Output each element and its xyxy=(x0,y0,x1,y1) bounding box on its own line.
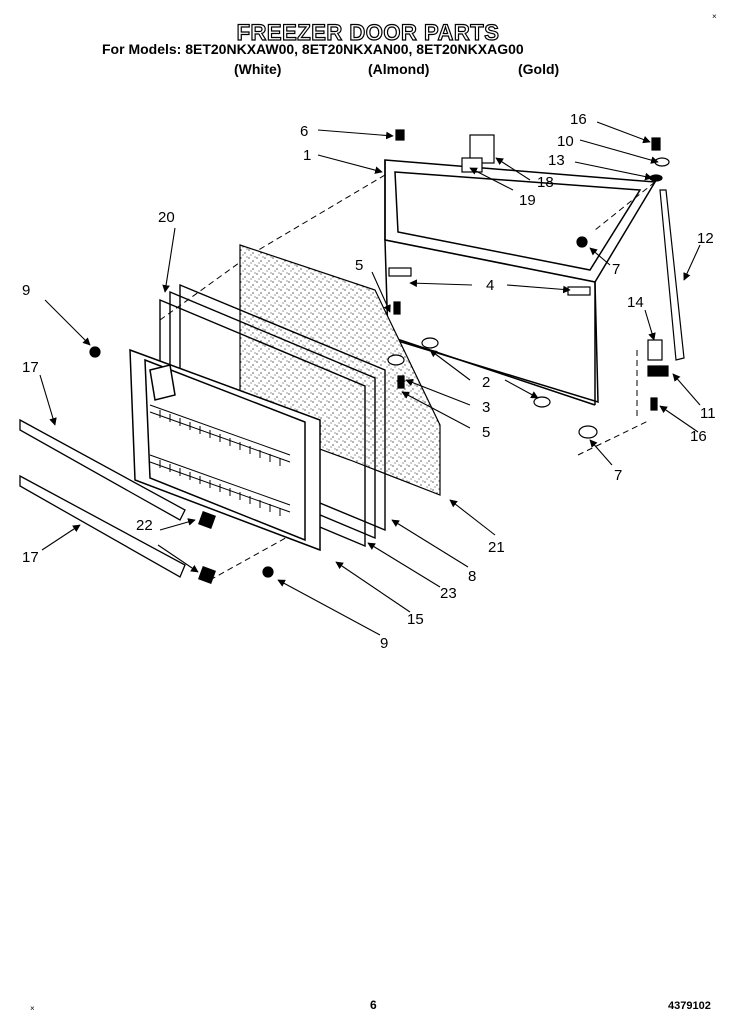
callout-7b: 7 xyxy=(614,467,622,484)
callout-10: 10 xyxy=(557,133,574,150)
door-frame xyxy=(384,159,657,406)
callout-5b: 5 xyxy=(482,424,490,441)
callout-6: 6 xyxy=(300,123,308,140)
callout-20: 20 xyxy=(158,209,175,226)
document-number: 4379102 xyxy=(668,1000,711,1012)
inner-door-liner xyxy=(129,348,321,552)
callout-23: 23 xyxy=(440,585,457,602)
callout-4: 3 xyxy=(482,399,490,416)
callout-18: 18 xyxy=(537,174,554,191)
callout-19: 19 xyxy=(519,192,536,209)
callout-17b: 17 xyxy=(22,549,39,566)
callout-2: 2 xyxy=(482,374,490,391)
corner-mark: × xyxy=(712,12,717,21)
color-white: (White) xyxy=(234,61,282,77)
callout-9: 9 xyxy=(22,282,30,299)
callout-16b: 16 xyxy=(690,428,707,445)
callout-11: 11 xyxy=(700,405,716,422)
color-gold: (Gold) xyxy=(518,61,560,77)
page-number: 6 xyxy=(370,998,377,1012)
callout-5: 5 xyxy=(355,257,363,274)
callout-1: 1 xyxy=(303,147,311,164)
callout-13: 13 xyxy=(548,152,565,169)
callout-14: 14 xyxy=(627,294,644,311)
retainer-end-caps xyxy=(198,511,216,584)
page-title: FREEZER DOOR PARTS xyxy=(236,19,500,45)
color-almond: (Almond) xyxy=(368,61,430,77)
callout-labels: 6 1 20 9 17 17 22 5 4 2 3 5 7 7 18 19 16… xyxy=(22,111,716,652)
callout-15: 15 xyxy=(407,611,424,628)
callout-16: 16 xyxy=(570,111,587,128)
corner-mark: × xyxy=(30,1004,35,1013)
callout-8: 8 xyxy=(468,568,476,585)
callout-17: 17 xyxy=(22,359,39,376)
callout-7: 7 xyxy=(612,261,620,278)
callout-9b: 9 xyxy=(380,635,388,652)
callout-3: 4 xyxy=(486,277,494,294)
models-line: For Models: 8ET20NKXAW00, 8ET20NKXAN00, … xyxy=(102,41,524,57)
shelf-retainer-bars xyxy=(19,418,186,578)
callout-21: 21 xyxy=(488,539,505,556)
callout-12: 12 xyxy=(697,230,714,247)
leader-arrows xyxy=(39,121,701,636)
callout-22: 22 xyxy=(136,517,153,534)
guide-lines xyxy=(159,174,656,581)
